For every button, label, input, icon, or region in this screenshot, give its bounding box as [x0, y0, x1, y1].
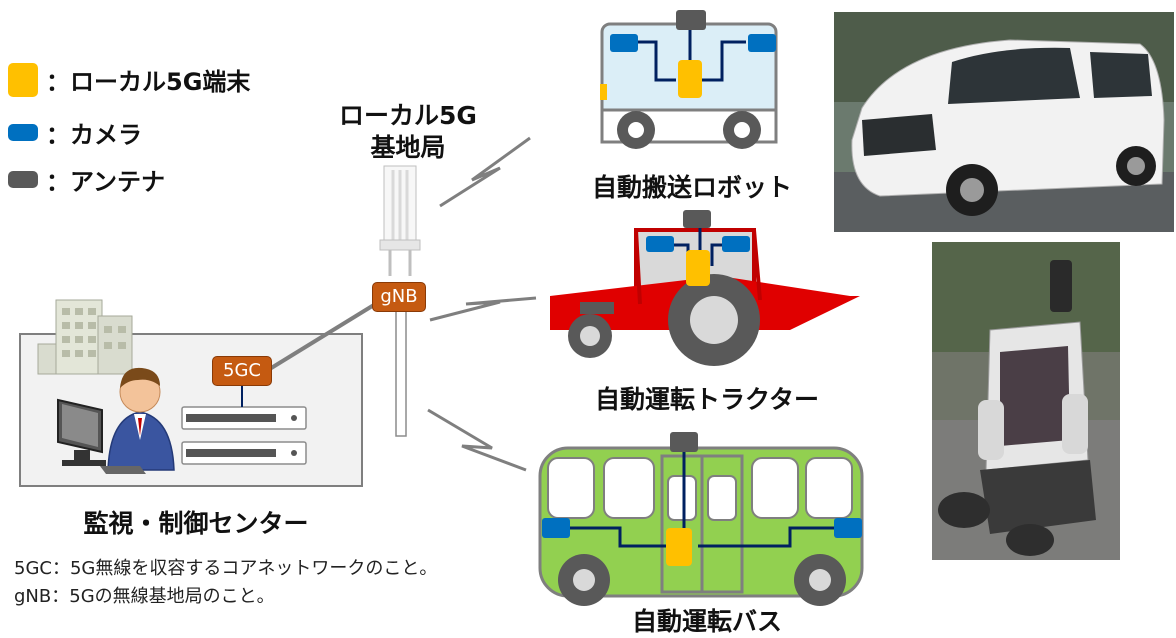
- core-network-tag: 5GC: [212, 356, 272, 386]
- base-station-line1: ローカル5G: [339, 101, 477, 130]
- minivan-photo: [834, 12, 1174, 232]
- monitor-icon: [57, 398, 146, 474]
- wireless-link-bus: [427, 408, 527, 472]
- terminal-swatch-icon: [8, 62, 38, 97]
- tractor-illustration: [550, 210, 860, 366]
- buildings-icon: [37, 299, 133, 375]
- robot-label: 自動搬送ロボット: [591, 173, 792, 202]
- bus-label: 自動運転バス: [631, 607, 782, 636]
- camera-swatch-icon: [8, 124, 38, 141]
- legend-terminal-label: ：ローカル5G端末: [46, 68, 251, 96]
- antenna-swatch-icon: [8, 171, 38, 188]
- wireless-link-tractor: [429, 296, 537, 322]
- antenna-tower-icon: [379, 165, 421, 437]
- core-to-gnb-link: [266, 298, 384, 372]
- legend-antenna: ：アンテナ: [8, 162, 165, 197]
- base-station-line2: 基地局: [370, 133, 446, 162]
- note-5gc: 5GC：5G無線を収容するコアネットワークのこと。: [14, 558, 438, 579]
- wheelchair-photo: [932, 242, 1120, 560]
- wireless-link-robot: [439, 136, 531, 208]
- gnb-tag: gNB: [372, 282, 426, 312]
- server-icon-bottom: [181, 441, 307, 465]
- bus-illustration: [538, 432, 864, 606]
- base-station-label: ローカル5G 基地局: [318, 100, 498, 164]
- control-center-label: 監視・制御センター: [83, 509, 309, 538]
- legend-terminal: ：ローカル5G端末: [8, 62, 250, 97]
- legend-camera-label: ：カメラ: [46, 121, 142, 149]
- transport-robot-illustration: [600, 10, 778, 149]
- note-gnb: gNB：5Gの無線基地局のこと。: [14, 586, 275, 607]
- server-icon-top: [181, 406, 307, 430]
- legend-camera: ：カメラ: [8, 115, 142, 150]
- operator-icon: [107, 367, 175, 471]
- tractor-label: 自動運転トラクター: [594, 385, 819, 414]
- legend-antenna-label: ：アンテナ: [46, 168, 166, 196]
